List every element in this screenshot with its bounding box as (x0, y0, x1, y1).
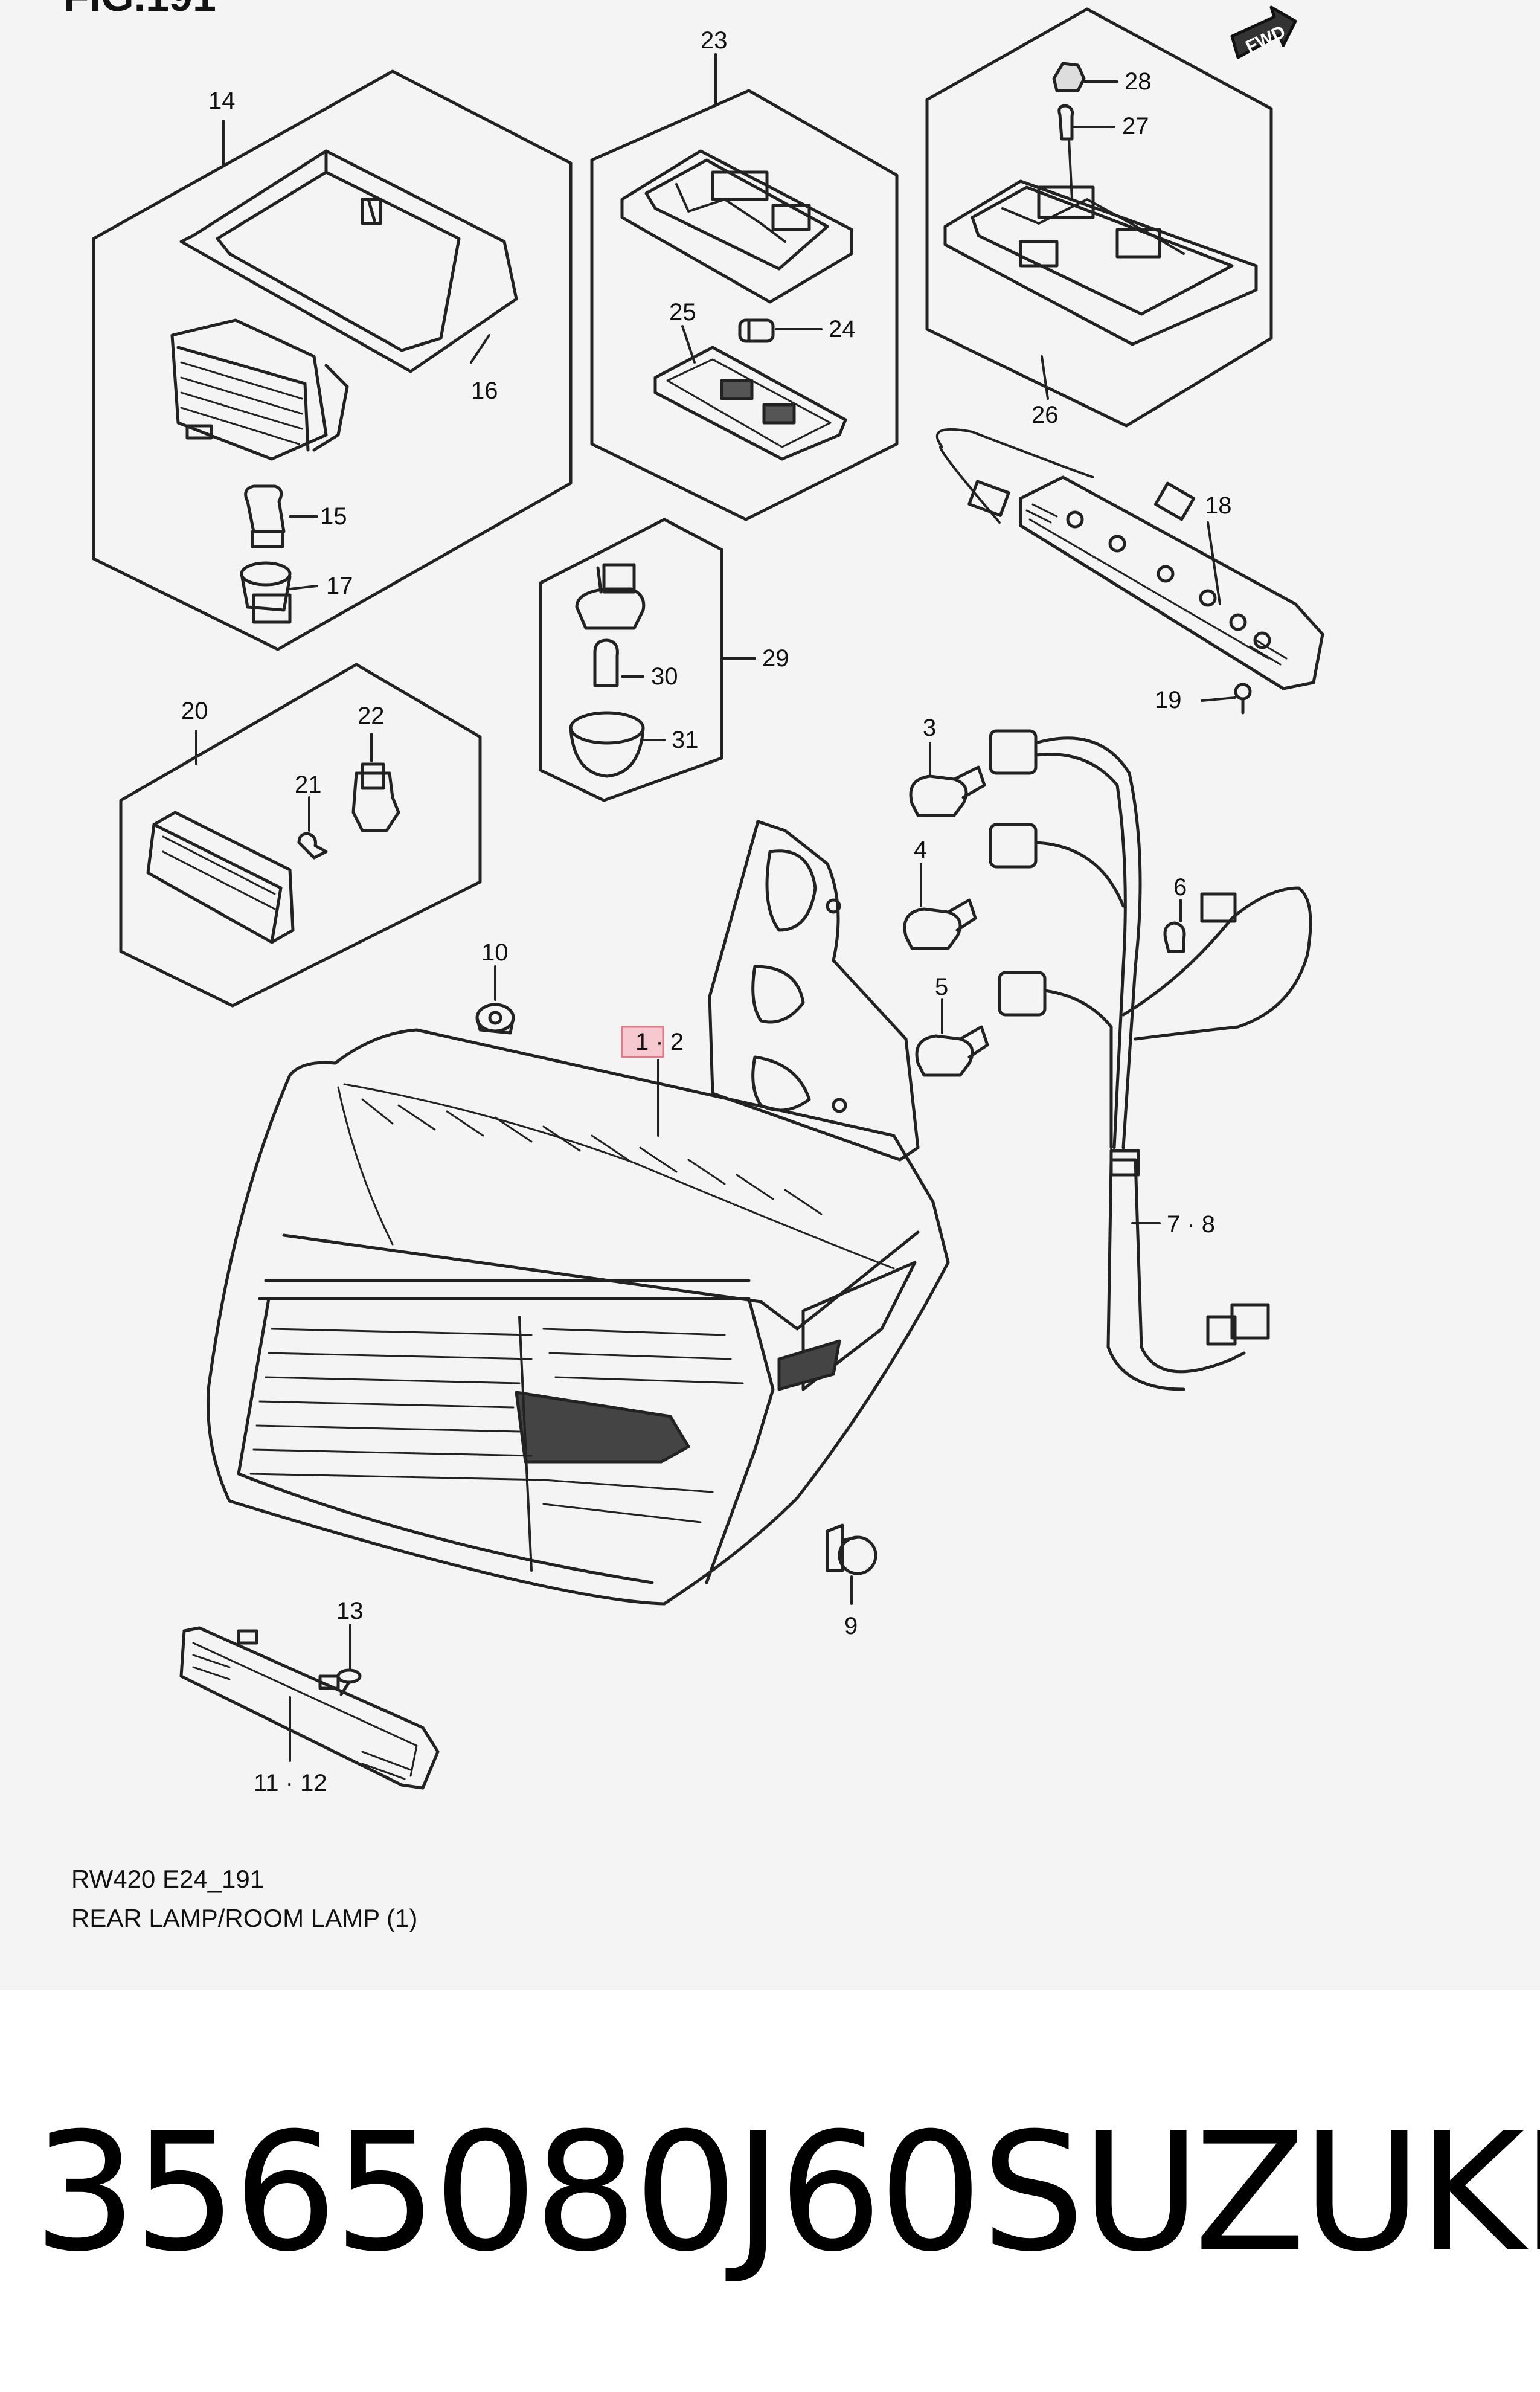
part-15-bulb-icon (244, 484, 286, 548)
callout-16[interactable]: 16 (471, 378, 498, 404)
parts-diagram: FIG.191 FWD (0, 0, 1540, 1990)
diagram-code: RW420 E24_191 (71, 1865, 264, 1893)
part-14-lamp (170, 318, 349, 461)
callout-28[interactable]: 28 (1125, 68, 1152, 95)
part-28-cap-icon (1052, 62, 1086, 92)
callout-6[interactable]: 6 (1173, 874, 1187, 901)
callout-11-12[interactable]: 11 · 12 (254, 1770, 327, 1796)
group-box-14 (92, 69, 573, 651)
part-16-housing (179, 149, 518, 373)
callout-5[interactable]: 5 (935, 974, 948, 1000)
part-29-socket-icon (575, 563, 646, 630)
callout-26[interactable]: 26 (1031, 402, 1059, 428)
part-5-bulb-icon (915, 1025, 989, 1077)
group-box-26 (925, 7, 1273, 428)
part-27-bulb-icon (1057, 104, 1074, 141)
fwd-arrow-icon: FWD (1230, 5, 1297, 59)
callout-14[interactable]: 14 (208, 88, 236, 114)
callout-10[interactable]: 10 (481, 939, 509, 966)
callout-15[interactable]: 15 (320, 503, 347, 530)
exploded-view-svg: FIG.191 FWD (63, 0, 1324, 1932)
figure-label: FIG.191 (63, 0, 216, 20)
callout-4[interactable]: 4 (914, 837, 927, 863)
part-4-bulb-icon (903, 898, 977, 950)
callout-27[interactable]: 27 (1122, 113, 1149, 140)
callout-9[interactable]: 9 (844, 1613, 858, 1639)
diagram-title: REAR LAMP/ROOM LAMP (1) (71, 1904, 417, 1932)
callout-30[interactable]: 30 (651, 663, 678, 690)
part-7-harness (989, 729, 1312, 1391)
group-box-20 (119, 663, 482, 1008)
callout-7-8[interactable]: 7 · 8 (1167, 1211, 1215, 1238)
part-21-bulb-icon (297, 832, 328, 860)
callout-17[interactable]: 17 (326, 573, 353, 599)
callout-18[interactable]: 18 (1205, 492, 1232, 519)
callout-20[interactable]: 20 (181, 698, 208, 724)
part-24-bulb-icon (738, 318, 775, 343)
part-23-room-lamp (620, 149, 853, 304)
part-6-bulb-icon (1163, 921, 1186, 953)
part-30-bulb-icon (593, 638, 619, 687)
callout-31[interactable]: 31 (672, 727, 699, 753)
part-3-bulb-icon (909, 765, 986, 817)
part-17-socket-icon (240, 561, 292, 624)
part-10-nut-icon (475, 1003, 515, 1035)
highlight-box-part-1 (621, 1026, 664, 1058)
part-19-screw-icon (1234, 683, 1252, 715)
part-9-clip-icon (826, 1523, 877, 1575)
callout-23[interactable]: 23 (701, 27, 728, 54)
part-11-reflector (179, 1626, 440, 1790)
callout-13[interactable]: 13 (336, 1598, 364, 1624)
brand-name: SUZUKI (981, 2097, 1540, 2288)
callout-25[interactable]: 25 (669, 299, 696, 326)
callout-22[interactable]: 22 (358, 702, 385, 729)
part-31-cap-icon (569, 711, 645, 778)
part-22-socket-icon (351, 762, 400, 832)
part-26-room-lamp (943, 179, 1258, 346)
callout-1-2[interactable]: 1 · 2 (635, 1029, 684, 1055)
part-1-gasket (708, 820, 920, 1162)
callout-3[interactable]: 3 (923, 715, 936, 741)
callout-19[interactable]: 19 (1155, 687, 1182, 713)
part-20-license-lamp (146, 811, 295, 944)
part-1-rear-combination-lamp (206, 1028, 950, 1606)
group-box-23 (590, 89, 899, 521)
callout-24[interactable]: 24 (829, 316, 856, 342)
callout-29[interactable]: 29 (762, 645, 789, 672)
part-number: 3565080J60 (33, 2097, 983, 2288)
part-25-lens (653, 346, 847, 461)
callout-21[interactable]: 21 (295, 771, 322, 798)
group-box-29 (539, 518, 723, 802)
part-18-lamp-bar (935, 428, 1324, 690)
